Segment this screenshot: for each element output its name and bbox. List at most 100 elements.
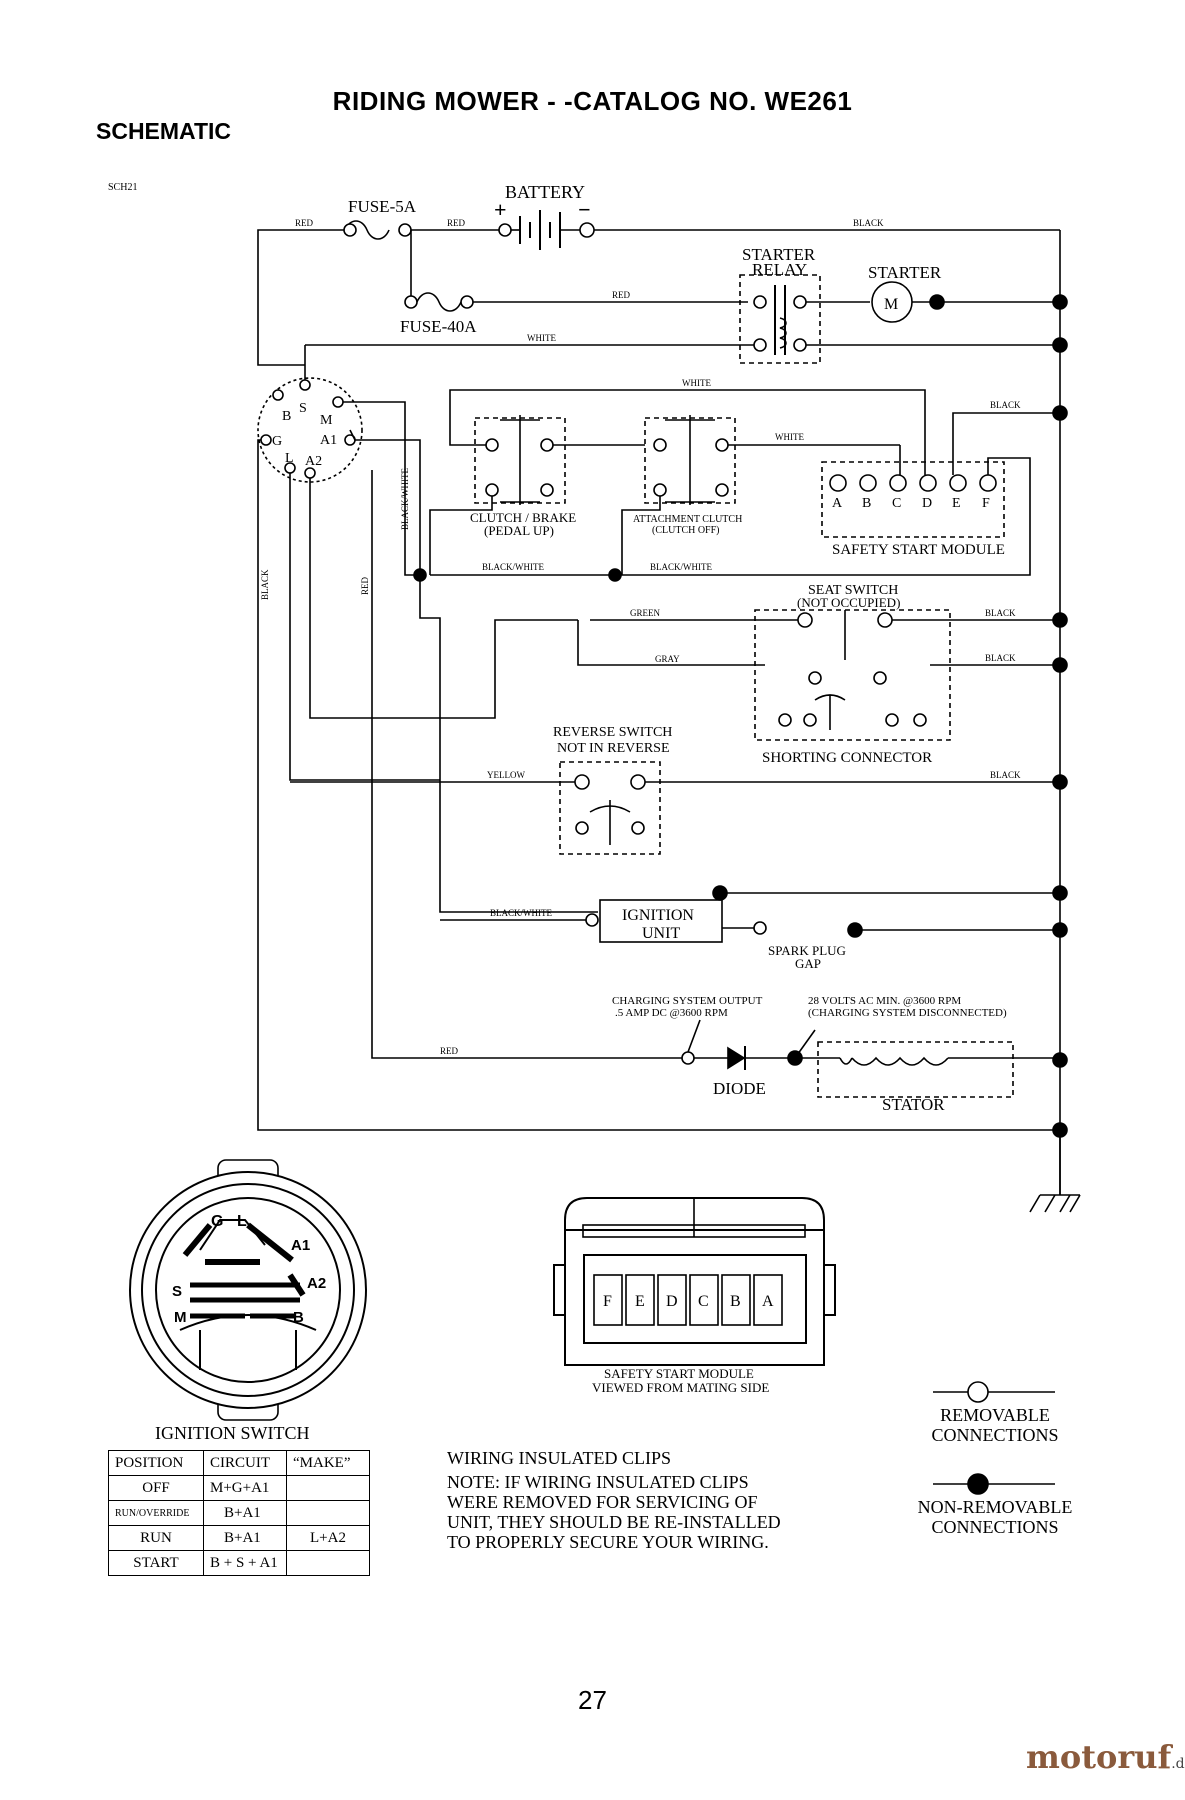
table-row: OFF M+G+A1: [108, 1475, 370, 1501]
wire-black-label: BLACK: [990, 400, 1021, 410]
wire-black-white-label: BLACK/WHITE: [650, 562, 712, 572]
notes-line: NOTE: IF WIRING INSULATED CLIPS: [447, 1472, 749, 1492]
table-cell: START: [108, 1550, 204, 1576]
stator-label: STATOR: [882, 1095, 945, 1114]
switch-terminal-a2: A2: [305, 454, 322, 469]
spark-plug-label: GAP: [795, 956, 821, 971]
ignition-unit-label: IGNITION: [622, 907, 694, 924]
wire-black-white-label: BLACK/WHITE: [482, 562, 544, 572]
table-cell: B + S + A1: [203, 1550, 287, 1576]
table-cell: [286, 1550, 370, 1576]
wire-black-label: BLACK: [990, 770, 1021, 780]
table-cell: RUN: [108, 1525, 204, 1551]
notes-line: TO PROPERLY SECURE YOUR WIRING.: [447, 1532, 769, 1552]
wire-black-label: BLACK: [260, 569, 270, 600]
page-title: RIDING MOWER - -CATALOG NO. WE261: [332, 86, 853, 116]
connector-pin-a: A: [762, 1293, 774, 1310]
schematic-code: SCH21: [108, 182, 137, 193]
clutch-brake-label: (PEDAL UP): [484, 523, 554, 538]
legend-nonremovable: NON-REMOVABLE CONNECTIONS: [875, 1497, 1115, 1537]
seat-switch-label: (NOT OCCUPIED): [797, 595, 900, 610]
wire-white-label: WHITE: [682, 378, 711, 388]
table-header: CIRCUIT: [203, 1450, 287, 1476]
connector-pin-c: C: [698, 1293, 709, 1310]
notes-line: WERE REMOVED FOR SERVICING OF: [447, 1492, 758, 1512]
wire-red-label: RED: [360, 576, 370, 595]
diode-label: DIODE: [713, 1079, 766, 1098]
wire-gray-label: GRAY: [655, 654, 680, 664]
switch-terminal-a1: A1: [320, 433, 337, 448]
watermark-text: motoruf: [1026, 1738, 1172, 1776]
table-cell: [286, 1475, 370, 1501]
connector-pin-e: E: [635, 1293, 645, 1310]
reverse-switch-label: REVERSE SWITCH: [553, 725, 672, 740]
wire-red-label: RED: [295, 218, 314, 228]
connector-caption: VIEWED FROM MATING SIDE: [592, 1380, 769, 1395]
wire-red-label: RED: [440, 1046, 459, 1056]
legend-label: CONNECTIONS: [931, 1517, 1059, 1537]
safety-start-module-label: SAFETY START MODULE: [832, 542, 1005, 558]
wiring-notes: WIRING INSULATED CLIPS NOTE: IF WIRING I…: [447, 1448, 781, 1552]
switch-face-b: B: [293, 1309, 304, 1326]
attachment-clutch-label: ATTACHMENT CLUTCH: [633, 514, 742, 525]
wire-white-label: WHITE: [775, 432, 804, 442]
wire-black-white-label: BLACK/WHITE: [400, 468, 410, 530]
switch-face-m: M: [174, 1309, 187, 1326]
wire-black-label: BLACK: [853, 218, 884, 228]
fuse-40a-label: FUSE-40A: [400, 317, 477, 336]
switch-terminal-b: B: [282, 409, 291, 424]
ignition-unit-label: UNIT: [642, 925, 680, 942]
table-cell: RUN/OVERRIDE: [108, 1500, 204, 1526]
switch-terminal-s: S: [299, 401, 307, 416]
switch-terminal-m: M: [320, 413, 333, 428]
ignition-switch-title: IGNITION SWITCH: [155, 1423, 309, 1443]
battery-plus: +: [494, 197, 507, 222]
battery-minus: −: [578, 197, 591, 222]
wire-yellow-label: YELLOW: [487, 770, 525, 780]
ssm-terminal-b: B: [862, 496, 871, 511]
table-cell: B+A1: [203, 1500, 287, 1526]
page-number: 27: [578, 1685, 607, 1715]
wire-green-label: GREEN: [630, 608, 660, 618]
ssm-terminal-a: A: [832, 496, 843, 511]
stator-voltage-label: (CHARGING SYSTEM DISCONNECTED): [808, 1007, 1007, 1019]
switch-terminal-g: G: [272, 434, 282, 449]
battery-label: BATTERY: [505, 182, 585, 202]
legend-label: NON-REMOVABLE: [917, 1497, 1073, 1517]
switch-terminal-l: L: [285, 451, 294, 466]
shorting-connector-label: SHORTING CONNECTOR: [762, 750, 932, 766]
charging-output-label: .5 AMP DC @3600 RPM: [615, 1007, 728, 1019]
section-title: SCHEMATIC: [96, 118, 232, 144]
legend-label: CONNECTIONS: [931, 1425, 1059, 1445]
starter-label: STARTER: [868, 263, 942, 282]
wire-black-label: BLACK: [985, 608, 1016, 618]
table-cell: OFF: [108, 1475, 204, 1501]
wire-white-label: WHITE: [527, 333, 556, 343]
table-row: RUN/OVERRIDE B+A1: [108, 1500, 370, 1526]
reverse-switch-label: NOT IN REVERSE: [557, 741, 670, 756]
switch-face-s: S: [172, 1283, 182, 1300]
notes-title: WIRING INSULATED CLIPS: [447, 1448, 671, 1468]
clutch-brake-label: CLUTCH / BRAKE: [470, 510, 576, 525]
ignition-switch-table: POSITION CIRCUIT “MAKE” OFF M+G+A1 RUN/O…: [108, 1450, 370, 1576]
table-cell: M+G+A1: [203, 1475, 287, 1501]
connector-pin-b: B: [730, 1293, 741, 1310]
ssm-terminal-c: C: [892, 496, 901, 511]
table-header: “MAKE”: [286, 1450, 370, 1476]
table-cell: B+A1: [203, 1525, 287, 1551]
table-row: RUN B+A1 L+A2: [108, 1525, 370, 1551]
switch-face-a2: A2: [307, 1275, 326, 1292]
connector-caption: SAFETY START MODULE: [604, 1366, 754, 1381]
connector-pin-d: D: [666, 1293, 678, 1310]
table-cell: [286, 1500, 370, 1526]
legend-removable: REMOVABLE CONNECTIONS: [895, 1405, 1095, 1445]
watermark-tld: .de: [1171, 1756, 1185, 1772]
charging-output-label: CHARGING SYSTEM OUTPUT: [612, 995, 763, 1007]
table-header-row: POSITION CIRCUIT “MAKE”: [108, 1450, 370, 1476]
table-cell: L+A2: [286, 1525, 370, 1551]
wire-red-label: RED: [612, 290, 631, 300]
fuse-5a-label: FUSE-5A: [348, 197, 417, 216]
ssm-terminal-f: F: [982, 496, 990, 511]
seat-switch-label: SEAT SWITCH: [808, 583, 898, 598]
